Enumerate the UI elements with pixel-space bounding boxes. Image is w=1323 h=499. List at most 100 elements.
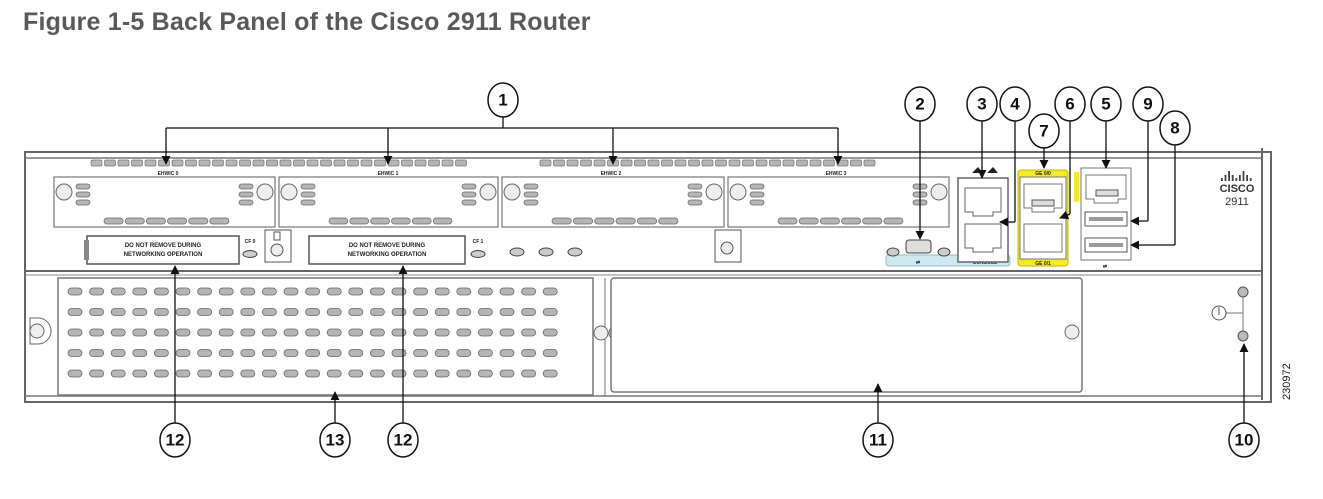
callouts: 1 2 3 4 5 6 7 8 9 10 11 12 13 12 bbox=[159, 82, 1260, 458]
vent-hole bbox=[153, 349, 169, 357]
callout-number: 5 bbox=[1101, 95, 1110, 114]
callout-1: 1 bbox=[487, 82, 519, 118]
vent-hole bbox=[542, 308, 558, 316]
callout-2: 2 bbox=[904, 86, 936, 122]
vent-hole bbox=[499, 287, 515, 296]
vent-hole bbox=[153, 308, 169, 316]
ehwic-label: EHWIC 0 bbox=[158, 171, 179, 177]
vent-slot bbox=[171, 159, 184, 167]
console-aux-ports bbox=[957, 167, 1009, 263]
vent-hole bbox=[153, 328, 169, 337]
callout-3: 3 bbox=[966, 86, 998, 122]
callout-13: 13 bbox=[319, 422, 351, 458]
screw-bracket bbox=[264, 229, 292, 263]
vent-slot bbox=[620, 159, 633, 167]
vent-slot bbox=[185, 159, 197, 167]
logo-bar bbox=[1249, 178, 1252, 181]
vent-hole bbox=[89, 349, 104, 357]
vent-slot bbox=[742, 159, 754, 167]
logo-bar bbox=[1224, 175, 1227, 181]
vent-slot bbox=[360, 159, 373, 167]
vent-hole bbox=[240, 308, 256, 316]
vent-hole bbox=[348, 349, 364, 357]
gigabit-ethernet-ports: GE 0/0 GE 0/1 bbox=[1017, 169, 1079, 267]
vent-hole bbox=[261, 308, 277, 316]
vent-hole bbox=[67, 287, 83, 296]
thumbscrew bbox=[705, 183, 723, 201]
vent-slot bbox=[279, 159, 292, 167]
ehwic-label: EHWIC 3 bbox=[826, 171, 847, 177]
vent-hole bbox=[521, 328, 536, 337]
callout-number: 12 bbox=[394, 431, 413, 450]
vent-slot bbox=[715, 159, 727, 167]
vent-slot bbox=[266, 159, 278, 167]
vent-slot bbox=[782, 159, 795, 167]
vent-hole bbox=[521, 287, 536, 296]
vent-hole bbox=[326, 308, 342, 316]
vent-slot bbox=[769, 159, 781, 167]
vent-hole bbox=[369, 308, 385, 316]
usb-mini-console-port bbox=[905, 239, 932, 254]
vent-hole bbox=[110, 349, 126, 357]
vent-hole bbox=[369, 369, 385, 378]
ge0-label: GE 0/0 bbox=[1035, 171, 1051, 177]
vent-hole bbox=[132, 349, 148, 357]
usb-icon: ⇄ bbox=[1103, 263, 1108, 270]
vent-hole bbox=[413, 328, 429, 337]
warning-label-line2: NETWORKING OPERATION bbox=[348, 252, 427, 258]
vent-hole bbox=[456, 349, 472, 357]
ehwic-label: EHWIC 2 bbox=[601, 171, 622, 177]
vent-slot bbox=[674, 159, 687, 167]
console-label: CONSOLE bbox=[973, 260, 998, 266]
vent-hole bbox=[261, 349, 277, 357]
vent-slot bbox=[580, 159, 592, 167]
vent-slot bbox=[701, 159, 714, 167]
brand-text: CISCO bbox=[1220, 183, 1255, 195]
vent-hole bbox=[434, 349, 450, 357]
vent-hole bbox=[391, 287, 407, 296]
vent-hole bbox=[240, 369, 256, 378]
vent-slot bbox=[144, 159, 157, 167]
vent-hole bbox=[175, 328, 191, 337]
ehwic-slots bbox=[53, 176, 950, 228]
ge-port-and-usb-stack: ⇄ bbox=[1080, 167, 1132, 270]
warning-label-line1: DO NOT REMOVE DURING bbox=[349, 243, 426, 249]
vent-hole bbox=[326, 349, 342, 357]
ehwic-slot bbox=[53, 176, 276, 228]
vent-slot bbox=[131, 159, 143, 167]
screw-bracket bbox=[714, 229, 742, 263]
vent-hole bbox=[477, 287, 493, 296]
vent-hole bbox=[369, 287, 385, 296]
cf-label: CF 0 bbox=[245, 239, 256, 245]
vent-hole bbox=[477, 308, 493, 316]
vent-hole bbox=[110, 287, 126, 296]
vent-hole bbox=[110, 369, 126, 378]
vent-hole bbox=[369, 349, 385, 357]
vent-hole bbox=[413, 287, 429, 296]
thumbscrew bbox=[55, 183, 73, 201]
vent-hole bbox=[197, 349, 213, 357]
vent-hole bbox=[499, 369, 515, 378]
vent-slot bbox=[634, 159, 646, 167]
callout-number: 2 bbox=[915, 95, 924, 114]
vent-hole bbox=[197, 328, 213, 337]
vent-hole bbox=[153, 287, 169, 296]
callout-number: 10 bbox=[1235, 431, 1254, 450]
vent-slot bbox=[198, 159, 211, 167]
vent-slot bbox=[661, 159, 673, 167]
compact-flash-slot-1: DO NOT REMOVE DURING NETWORKING OPERATIO… bbox=[308, 235, 486, 265]
logo-bar bbox=[1221, 178, 1223, 181]
vent-slot bbox=[117, 159, 130, 167]
logo-bar bbox=[1239, 175, 1241, 181]
vent-hole bbox=[542, 349, 558, 357]
vent-slot bbox=[212, 159, 224, 167]
logo-bar bbox=[1235, 178, 1238, 181]
vent-hole bbox=[89, 328, 104, 337]
vent-slot bbox=[796, 159, 808, 167]
vent-hole bbox=[413, 349, 429, 357]
vent-hole bbox=[391, 369, 407, 378]
vent-slot bbox=[755, 159, 768, 167]
vent-hole bbox=[67, 349, 83, 357]
vent-hole bbox=[413, 308, 429, 316]
